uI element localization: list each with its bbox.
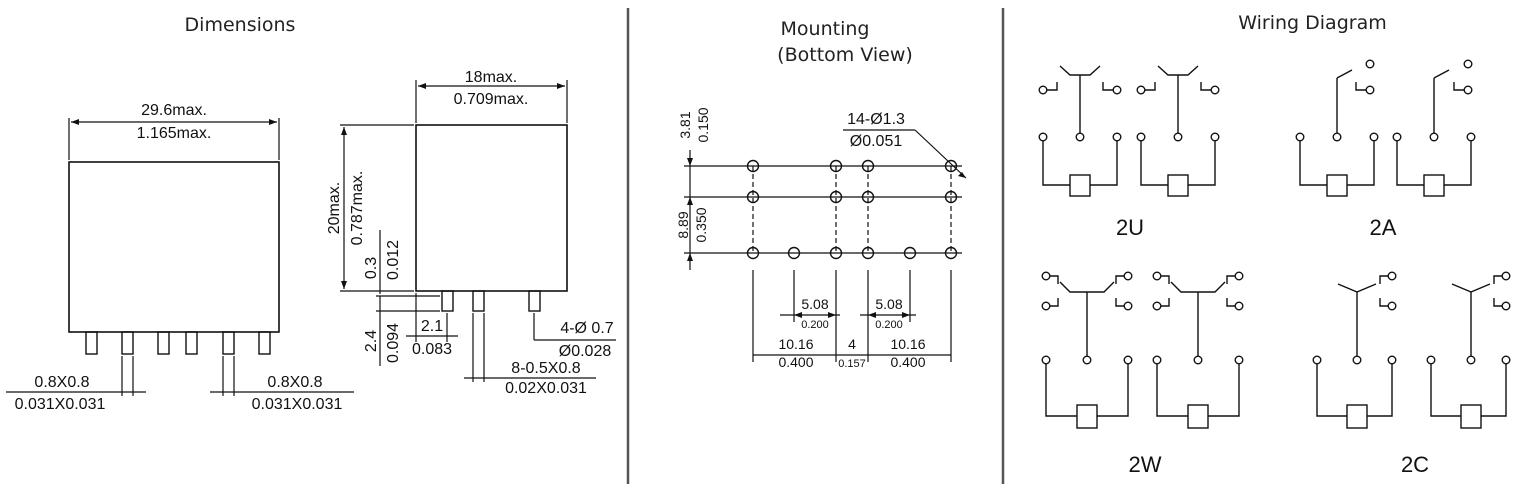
front-view: 29.6max. 1.165max. 0.8X0.8 0.031X0.031 0… (6, 102, 354, 413)
pin-offset-mm: 2.1 (421, 318, 443, 335)
front-width-mm: 29.6max. (141, 102, 207, 119)
side-pins (441, 290, 541, 312)
wiring-2u-right (1136, 65, 1220, 197)
wiring-2u (1038, 65, 1220, 197)
pin-size-left-in: 0.031X0.031 (15, 396, 106, 413)
dimensions-title: Dimensions (184, 14, 296, 36)
mount-vmid-mm: 8.89 (675, 211, 691, 238)
side-view: 18max. 0.709max. 20max. 0.787max. 0.3 0.… (326, 69, 616, 397)
front-pins (85, 331, 271, 355)
mount-pitch-l-mm: 5.08 (801, 296, 828, 312)
mounting-title-line2: (Bottom View) (777, 44, 913, 66)
wiring-2a-right (1392, 59, 1476, 197)
pin-length-mm: 2.4 (363, 330, 380, 352)
side-width-mm: 18max. (465, 69, 517, 86)
pin-size-side-in: 0.02X0.031 (505, 380, 587, 397)
mount-pitch-r-mm: 5.08 (875, 296, 902, 312)
mount-pitch-r-in: 0.200 (875, 319, 903, 331)
standoff-in: 0.012 (385, 240, 402, 280)
mount-span-r-in: 0.400 (890, 354, 925, 370)
wiring-2c (1312, 271, 1511, 429)
wiring-code-2a: 2A (1370, 215, 1397, 240)
mount-holes-in: Ø0.051 (850, 133, 903, 150)
mount-vtop-in: 0.150 (695, 107, 711, 142)
standoff-mm: 0.3 (363, 257, 380, 279)
wiring-2a-left (1295, 59, 1379, 197)
pin-offset-in: 0.083 (412, 341, 452, 358)
pin-size-side-mm: 8-0.5X0.8 (511, 360, 580, 377)
wiring-2c-left (1312, 271, 1397, 429)
wiring-title: Wiring Diagram (1238, 12, 1387, 34)
pin-size-left-mm: 0.8X0.8 (34, 374, 89, 391)
hole-callout-mm: 4-Ø 0.7 (560, 320, 613, 337)
mount-vmid-in: 0.350 (693, 207, 709, 242)
side-height-in: 0.787max. (349, 171, 366, 246)
wiring-2w (1041, 271, 1244, 429)
mounting-holes (746, 159, 958, 260)
pin-length-in: 0.094 (385, 323, 402, 363)
mount-pitch-l-in: 0.200 (801, 319, 829, 331)
mount-holes-mm: 14-Ø1.3 (847, 111, 905, 128)
wiring-code-2c: 2C (1401, 452, 1429, 477)
wiring-2u-left (1038, 65, 1122, 197)
wiring-2a (1295, 59, 1476, 197)
wiring-code-2u: 2U (1116, 215, 1144, 240)
mount-vtop-mm: 3.81 (677, 111, 693, 138)
side-body (415, 124, 568, 292)
mount-gap-in: 0.157 (838, 358, 866, 370)
pin-size-right-mm: 0.8X0.8 (267, 374, 322, 391)
side-height-mm: 20max. (326, 182, 343, 234)
wiring-code-2w: 2W (1129, 452, 1162, 477)
side-width-in: 0.709max. (454, 91, 529, 108)
pin-size-right-in: 0.031X0.031 (252, 396, 343, 413)
mounting-view: 14-Ø1.3 Ø0.051 3.81 0.150 8.89 0.350 5.0… (675, 107, 967, 370)
hole-callout-in: Ø0.028 (559, 343, 612, 360)
wiring-2w-left (1041, 271, 1133, 429)
front-body (68, 161, 280, 333)
mount-span-r-mm: 10.16 (890, 336, 925, 352)
mount-gap-mm: 4 (848, 336, 856, 352)
mounting-title-line1: Mounting (780, 18, 870, 40)
mount-span-l-in: 0.400 (778, 354, 813, 370)
wiring-2w-right (1152, 271, 1244, 429)
mount-span-l-mm: 10.16 (778, 336, 813, 352)
front-width-in: 1.165max. (137, 125, 212, 142)
wiring-2c-right (1426, 271, 1511, 429)
